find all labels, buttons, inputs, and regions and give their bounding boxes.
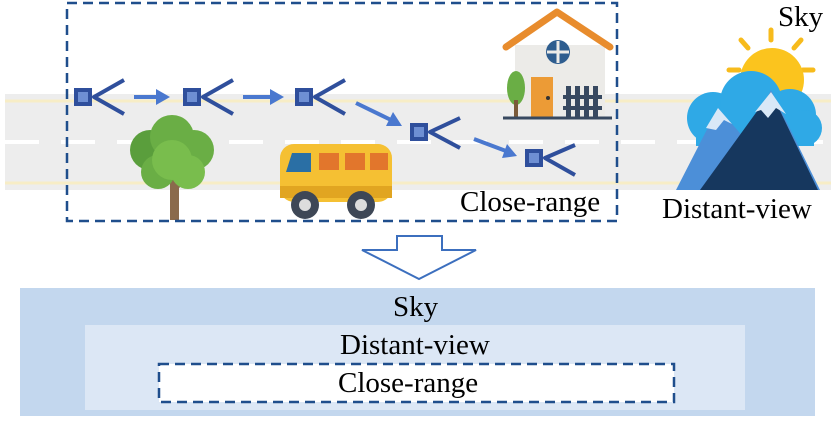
path-arrow: [243, 89, 284, 105]
mountain-cloud-sun-icon: [676, 27, 822, 190]
path-arrow: [355, 101, 402, 126]
close-range-label: Close-range: [460, 186, 601, 218]
down-arrow-icon: [361, 235, 477, 281]
close-range-box: [65, 1, 619, 223]
path-arrow: [134, 89, 170, 105]
distant-view-label: Distant-view: [662, 193, 812, 225]
layer-distant-view-label: Distant-view: [340, 329, 490, 361]
layer-stack: [20, 288, 815, 416]
camera-path: [74, 78, 576, 177]
close-range-layer: [157, 362, 676, 404]
layer-sky-label: Sky: [393, 291, 439, 323]
camera-icon: [295, 78, 346, 116]
camera-icon: [525, 143, 576, 177]
camera-icon: [74, 78, 125, 116]
sky-label: Sky: [778, 1, 824, 33]
camera-icon: [183, 78, 234, 116]
bus-icon: [280, 144, 392, 219]
camera-icon: [410, 116, 461, 150]
house-icon: [502, 8, 614, 120]
path-arrow: [473, 137, 517, 158]
layer-close-range-label: Close-range: [338, 367, 479, 399]
tree-icon: [130, 115, 214, 220]
